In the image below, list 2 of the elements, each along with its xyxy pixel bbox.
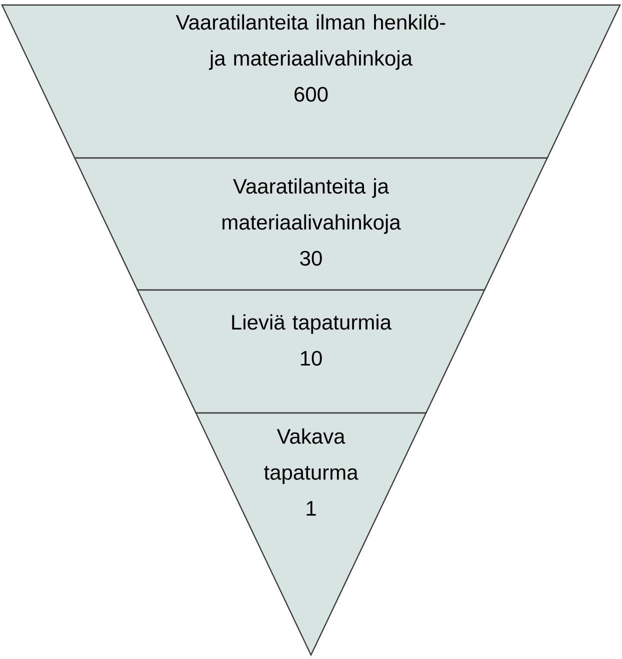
funnel-band: Vaaratilanteita ilman henkilö- ja materiaalivahinkoja 600	[1, 4, 621, 159]
funnel-band: Lieviä tapaturmia 10	[136, 289, 486, 414]
